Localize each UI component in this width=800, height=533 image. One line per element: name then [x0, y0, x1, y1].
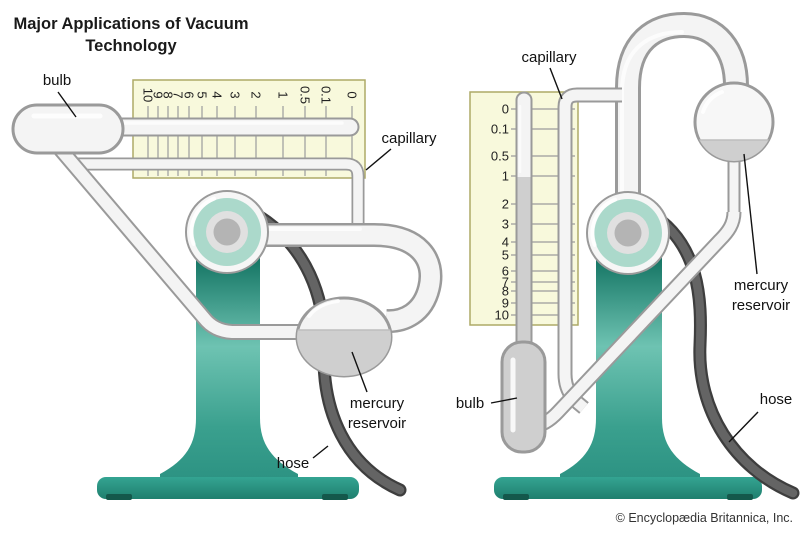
scale-tick-label: 0 — [345, 91, 360, 98]
scale-tick-label: 0.5 — [491, 149, 509, 164]
scale-tick-label: 3 — [228, 91, 243, 98]
scale-tick-label: 5 — [195, 91, 210, 98]
right-bulb — [500, 340, 547, 454]
scale-tick-label: 5 — [502, 248, 509, 263]
scale-tick-label: 0.5 — [298, 86, 313, 104]
right-mercury-reservoir — [693, 81, 775, 163]
scale-tick-label: 1 — [502, 169, 509, 184]
left-closed-capillary-tube — [96, 117, 360, 137]
scale-tick-label: 3 — [502, 217, 509, 232]
left-pivot-knob — [185, 190, 269, 274]
left-bulb-label: bulb — [43, 72, 71, 89]
scale-tick-label: 0 — [502, 102, 509, 117]
right-closed-capillary-tube — [515, 91, 533, 357]
right-hose — [641, 205, 800, 500]
left-capillary-label: capillary — [381, 130, 437, 147]
left-loop-tube — [256, 223, 443, 334]
scale-tick-label: 4 — [210, 91, 225, 98]
right-capillary-label: capillary — [521, 49, 577, 66]
left-hose-pointer-line — [312, 445, 329, 459]
right-stand-base — [494, 477, 762, 499]
left-bulb — [11, 103, 125, 155]
scale-tick-label: 9 — [151, 91, 166, 98]
right-stand-column — [560, 252, 700, 477]
left-stand-base — [97, 477, 359, 499]
right-base-foot — [503, 494, 529, 500]
left-bulb-pointer-line — [57, 91, 77, 118]
page-title-line2: Technology — [85, 37, 177, 55]
scale-tick-label: 8 — [161, 91, 176, 98]
scale-tick-label: 6 — [502, 264, 509, 279]
scale-tick-label: 7 — [171, 91, 186, 98]
scale-tick-label: 0.1 — [491, 122, 509, 137]
left-base-foot — [106, 494, 132, 500]
scale-tick-label: 2 — [249, 91, 264, 98]
right-mercury-reservoir-label-line2: reservoir — [732, 297, 790, 314]
right-mercury-reservoir-pointer-line — [743, 153, 758, 275]
scale-tick-label: 9 — [502, 296, 509, 311]
left-mercury-reservoir-label-line2: reservoir — [348, 415, 406, 432]
scale-tick-label: 10 — [141, 88, 156, 102]
right-bulb-label: bulb — [456, 395, 484, 412]
scale-tick-label: 7 — [502, 275, 509, 290]
right-arch-tube — [615, 11, 749, 212]
scale-tick-label: 4 — [502, 235, 509, 250]
left-capillary-pointer-line — [365, 148, 392, 171]
right-mercury-reservoir-label-line1: mercury — [734, 277, 789, 294]
left-stand-column — [160, 252, 298, 477]
scale-tick-label: 2 — [502, 197, 509, 212]
left-mercury-reservoir — [295, 296, 393, 378]
scale-tick-label: 6 — [182, 91, 197, 98]
scale-tick-label: 10 — [495, 308, 509, 323]
page-title-line1: Major Applications of Vacuum — [13, 15, 248, 33]
left-mercury-reservoir-label-line1: mercury — [350, 395, 405, 412]
right-hose-label: hose — [760, 391, 793, 408]
left-mercury-reservoir-pointer-line — [351, 351, 368, 393]
scale-tick-label: 8 — [502, 284, 509, 299]
copyright-notice: © Encyclopædia Britannica, Inc. — [616, 511, 793, 525]
scale-tick-label: 1 — [276, 91, 291, 98]
left-open-capillary-tube — [78, 157, 365, 230]
left-hose-label: hose — [277, 455, 310, 472]
right-capillary-pointer-line — [549, 67, 563, 100]
right-pivot-knob — [586, 191, 670, 275]
scale-tick-label: 0.1 — [319, 86, 334, 104]
left-base-foot — [322, 494, 348, 500]
left-diagonal-tube — [49, 138, 302, 340]
right-hose-pointer-line — [728, 411, 759, 443]
right-base-foot — [727, 494, 753, 500]
right-bulb-pointer-line — [490, 397, 518, 404]
